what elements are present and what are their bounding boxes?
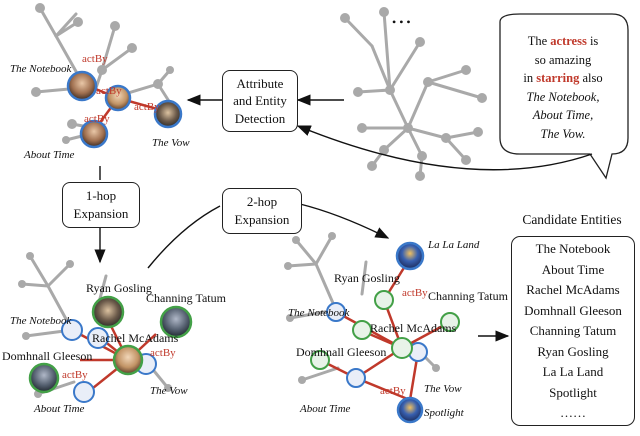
node <box>87 327 109 349</box>
speech-bubble <box>499 13 629 180</box>
top-graph-nodes <box>31 3 174 144</box>
candidate-item: Spotlight <box>549 384 597 400</box>
la-la-land-poster <box>395 241 425 271</box>
candidate-item: About Time <box>541 261 605 277</box>
knowledge-graph: • • • <box>340 7 487 181</box>
node <box>73 381 95 403</box>
relation-label: actBy <box>134 101 160 113</box>
candidate-item: The Notebook <box>535 241 611 256</box>
candidate-item: La La Land <box>542 364 604 379</box>
label-notebook: The Notebook <box>10 63 73 75</box>
bubble-text-part: also <box>579 71 603 85</box>
label-notebook: The Notebook <box>288 307 351 319</box>
highlight-word: starring <box>536 71 580 85</box>
bubble-text-part: The Vow. <box>540 126 586 141</box>
bubble-text-part: is <box>586 34 599 48</box>
label-rachel: Rachel McAdams <box>370 321 457 335</box>
box-line: Expansion <box>73 206 129 221</box>
channing-photo <box>159 305 193 339</box>
candidate-item: Channing Tatum <box>529 323 617 338</box>
hop2-graph: La La Land Ryan Gosling Channing Tatum T… <box>284 232 509 424</box>
node <box>326 302 346 322</box>
relation-label: actBy <box>150 347 176 359</box>
candidate-item: Ryan Gosling <box>537 343 609 359</box>
flow-arrows <box>94 94 593 342</box>
hop1-graph: Ryan Gosling Channing Tatum The Notebook… <box>2 252 227 415</box>
label-about-time: About Time <box>23 149 75 161</box>
node <box>352 320 372 340</box>
one-hop-box: 1-hop Expansion <box>62 182 140 228</box>
node <box>391 337 413 359</box>
candidate-item: Rachel McAdams <box>526 282 620 297</box>
box-line: and Entity <box>233 93 287 109</box>
arrow-2hop-to-graph <box>299 203 390 239</box>
bubble-text-part: in <box>523 71 537 85</box>
bubble-text-part: The <box>527 34 551 48</box>
vow-poster <box>153 99 183 129</box>
box-line: Expansion <box>234 212 290 227</box>
arrow-to-2hop <box>147 205 221 269</box>
box-line: Detection <box>234 110 286 126</box>
relation-label: actBy <box>96 85 122 97</box>
domhnall-photo <box>28 362 60 394</box>
arrow-text-to-detect <box>296 125 593 171</box>
label-rachel: Rachel McAdams <box>92 331 179 345</box>
label-vow: The Vow <box>152 137 190 149</box>
bubble-text-part: About Time, <box>532 108 594 122</box>
node <box>310 350 330 370</box>
label-domhnall: Domhnall Gleeson <box>296 345 386 359</box>
label-about-time: About Time <box>33 403 85 415</box>
box-line: 2-hop <box>246 194 278 210</box>
node <box>346 368 366 388</box>
node <box>61 319 83 341</box>
bubble-text-part: so amazing <box>534 52 592 67</box>
relation-label: actBy <box>84 113 110 125</box>
relation-label: actBy <box>82 53 108 65</box>
relation-label: actBy <box>402 287 428 299</box>
about-time-poster <box>79 119 109 149</box>
attribute-detection-box: Attribute and Entity Detection <box>222 70 298 132</box>
rachel-photo <box>112 344 144 376</box>
label-notebook: The Notebook <box>10 315 73 327</box>
label-ryan: Ryan Gosling <box>86 281 152 295</box>
label-about-time: About Time <box>299 403 351 415</box>
label-vow: The Vow <box>424 383 462 395</box>
node <box>374 290 394 310</box>
bubble-text: The actress is so amazing in starring al… <box>508 32 618 143</box>
ellipsis: • • • <box>392 15 411 29</box>
label-channing: Channing Tatum <box>146 291 227 305</box>
box-line: 1-hop <box>85 188 117 204</box>
top-graph: The Notebook About Time The Vow actBy ac… <box>10 3 190 161</box>
candidates-box: The Notebook About Time Rachel McAdams D… <box>511 236 635 426</box>
notebook-poster <box>66 70 98 102</box>
box-line: Attribute <box>236 75 284 91</box>
ryan-photo <box>91 295 125 329</box>
candidate-item: Domhnall Gleeson <box>524 302 622 318</box>
highlight-word: actress <box>550 34 587 48</box>
bubble-text-part: The Notebook, <box>526 89 600 104</box>
node <box>440 312 460 332</box>
candidates-title: Candidate Entities <box>522 212 622 227</box>
label-vow: The Vow <box>150 385 188 397</box>
spotlight-poster <box>396 396 424 424</box>
actress-node <box>104 84 132 112</box>
label-spotlight: Spotlight <box>424 407 465 419</box>
label-channing: Channing Tatum <box>428 289 509 303</box>
label-ryan: Ryan Gosling <box>334 271 400 285</box>
candidate-item: …… <box>560 405 586 420</box>
label-la-la-land: La La Land <box>427 239 480 251</box>
relation-label: actBy <box>62 369 88 381</box>
two-hop-box: 2-hop Expansion <box>222 188 302 234</box>
label-domhnall: Domhnall Gleeson <box>2 349 92 363</box>
relation-label: actBy <box>380 385 406 397</box>
